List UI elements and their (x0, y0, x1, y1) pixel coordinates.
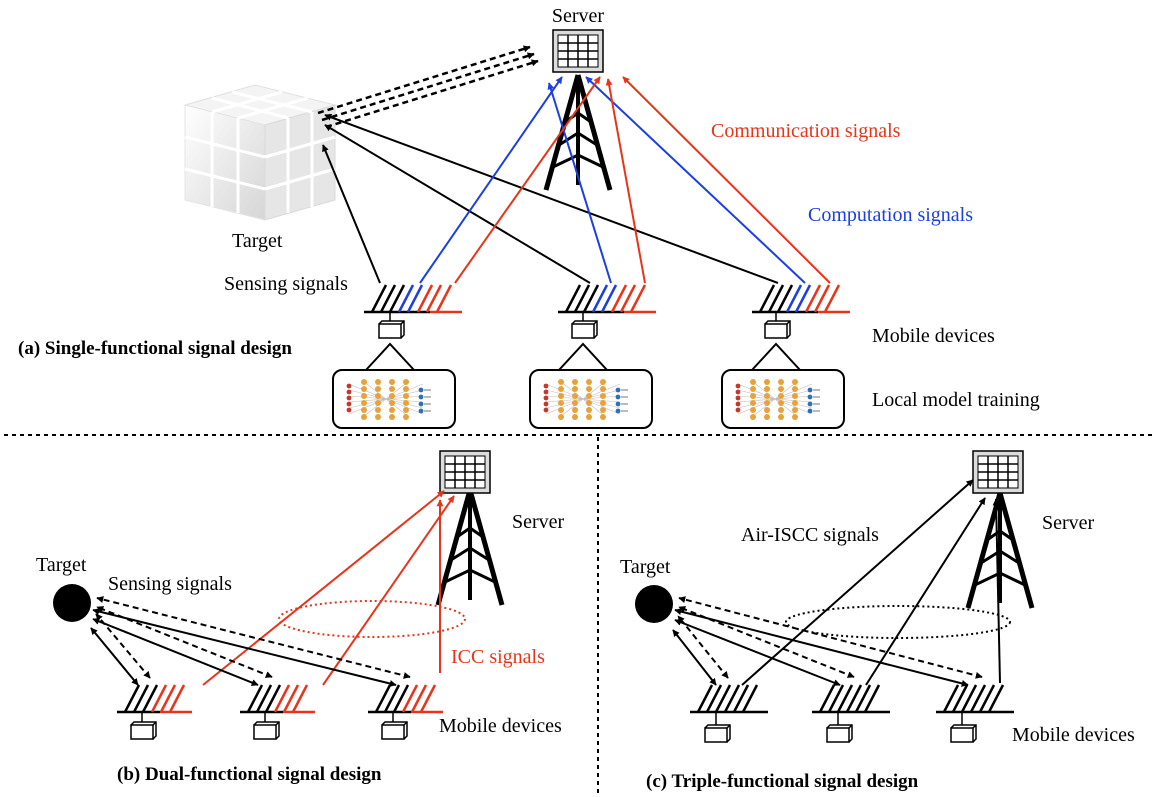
computation-signal-arrows (419, 76, 806, 284)
device-icon (704, 724, 731, 743)
circle-target-icon (635, 585, 673, 623)
communication-signal-arrows (454, 76, 831, 284)
target-label: Target (36, 554, 87, 576)
server-icon (439, 450, 491, 494)
air-iscc-signals-label: Air-ISCC signals (741, 524, 879, 546)
icc-ellipse (278, 600, 466, 638)
mobile-devices-label: Mobile devices (872, 325, 995, 347)
server-label: Server (552, 5, 605, 27)
cube-target-icon (183, 84, 337, 221)
sensing-echo-arrows (95, 596, 411, 679)
sensing-signals-label: Sensing signals (108, 573, 232, 595)
panel-c: Target Air-ISCC signals Server Mobile de… (620, 450, 1135, 792)
antenna-array-icon (690, 684, 768, 714)
neural-network-icon (721, 369, 845, 429)
sensing-signals-label: Sensing signals (224, 273, 348, 295)
antenna-array-icon (368, 684, 443, 714)
device-icon (764, 320, 791, 339)
device-icon (826, 724, 853, 743)
panel-b-caption: (b) Dual-functional signal design (117, 764, 382, 785)
device-icon (253, 721, 280, 740)
server-label: Server (512, 511, 565, 533)
panel-b: Target Sensing signals Server ICC signal… (36, 450, 565, 785)
antenna-array-icon (364, 284, 462, 314)
device-icon (130, 721, 157, 740)
icc-signals-label: ICC signals (451, 646, 545, 668)
server-label: Server (1042, 512, 1095, 534)
panel-a: Server Target Communication signals Comp… (18, 5, 1040, 429)
server-icon (552, 29, 604, 73)
server-icon (972, 450, 1024, 494)
antenna-array-icon (240, 684, 315, 714)
tower-icon (546, 75, 610, 190)
antenna-array-icon (117, 684, 192, 714)
neural-network-icon (332, 369, 456, 429)
panel-a-caption: (a) Single-functional signal design (18, 338, 292, 359)
computation-signals-label: Computation signals (808, 204, 973, 226)
communication-signals-label: Communication signals (711, 120, 901, 142)
sensing-signal-arrows (322, 113, 779, 284)
antenna-array-icon (752, 284, 850, 314)
mobile-devices-label: Mobile devices (1012, 724, 1135, 746)
cube-server-links (317, 45, 539, 129)
air-iscc-signal-arrows (741, 479, 1001, 686)
target-label: Target (620, 556, 671, 578)
device-icon (571, 320, 598, 339)
tower-icon (438, 490, 502, 605)
sensing-signal-arrows (90, 608, 397, 687)
circle-target-icon (53, 584, 91, 622)
device-icon (381, 721, 408, 740)
target-label: Target (232, 230, 283, 252)
neural-network-icon (529, 369, 653, 429)
sensing-echo-arrows (677, 596, 983, 679)
sensing-signal-arrows (672, 608, 969, 687)
panel-c-caption: (c) Triple-functional signal design (646, 771, 919, 792)
local-model-training-label: Local model training (872, 389, 1040, 411)
device-icon (950, 724, 977, 743)
antenna-array-icon (812, 684, 890, 714)
mobile-devices-label: Mobile devices (439, 715, 562, 737)
device-icon (378, 320, 405, 339)
antenna-array-icon (936, 684, 1014, 714)
antenna-array-icon (558, 284, 656, 314)
